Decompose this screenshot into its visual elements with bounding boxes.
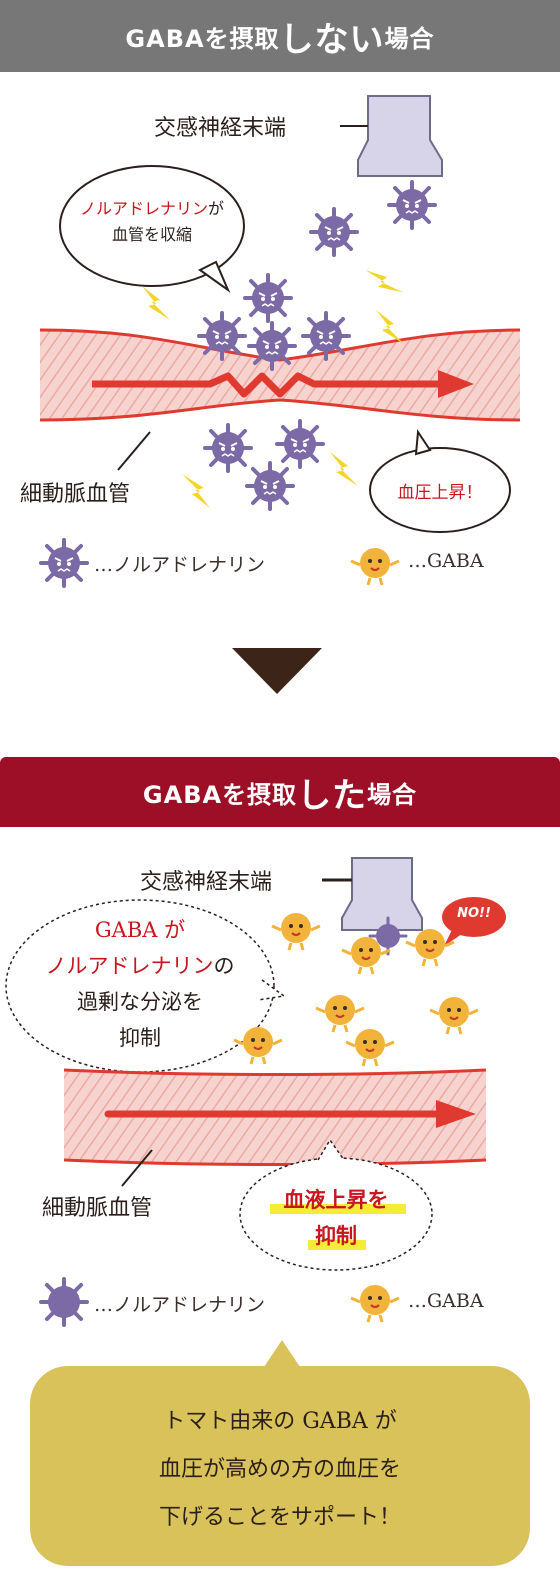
noradrenaline-molecule-icon (387, 180, 437, 230)
bubble-2-text: GABA が ノルアドレナリンの 過剰な分泌を 抑制 (10, 912, 270, 1056)
gaba-character-icon (314, 993, 366, 1034)
summary-text: トマト由来の GABA が 血圧が高めの方の血圧を 下げることをサポート！ (30, 1398, 530, 1542)
gaba-character-icon (270, 911, 322, 952)
artery-label-2: 細動脈血管 (42, 1196, 153, 1221)
bubble-2-line3: 過剰な分泌を (77, 990, 203, 1014)
noradrenaline-molecule-icon (39, 1277, 89, 1327)
banner1-prefix: GABAを摂取 (125, 24, 280, 53)
bp-bubble-2-text: 血液上昇を 抑制 (240, 1182, 432, 1254)
noradrenaline-molecule-icon (39, 538, 89, 588)
legend-2-noradrenaline: …ノルアドレナリン (94, 1294, 266, 1316)
noradrenaline-molecule-icon (197, 311, 247, 361)
lightning-icon (365, 260, 404, 303)
banner2-emph: した (297, 775, 368, 816)
bp-bubble-1 (369, 429, 511, 533)
nerve-terminal-icon (340, 95, 443, 177)
bp-bubble-1-text: 血圧上昇！ (397, 483, 483, 503)
section2-banner: GABAを摂取 した 場合 (0, 757, 560, 827)
speech-bubble-1 (59, 165, 245, 293)
bubble-2-line1: GABA が (94, 918, 186, 942)
artery-label-1: 細動脈血管 (20, 482, 131, 507)
arrow-icon (438, 370, 474, 398)
section1-illustration (39, 95, 521, 694)
section1-banner: GABAを摂取 しない 場合 (0, 0, 560, 72)
summary-box (30, 1366, 530, 1566)
banner1-emph: しない (279, 19, 385, 60)
summary-line1: トマト由来の GABA が (163, 1409, 397, 1434)
bubble-2-line2-suffix: の (213, 954, 235, 978)
lightning-icon (142, 286, 170, 320)
legend-1-noradrenaline: …ノルアドレナリン (94, 554, 266, 576)
bp-bubble-2-line1: 血液上昇を (283, 1187, 389, 1212)
noradrenaline-molecule-icon (203, 423, 253, 473)
no-badge-text: NO!! (457, 906, 491, 921)
nerve-terminal-icon-2 (322, 857, 423, 931)
noradrenaline-molecule-icon (247, 321, 297, 371)
bubble-2-line4: 抑制 (119, 1026, 161, 1050)
bubble-1-line2: 血管を収縮 (111, 225, 192, 244)
legend-2-gaba: …GABA (408, 1290, 484, 1312)
noradrenaline-molecule-icon (301, 311, 351, 361)
lightning-icon (330, 452, 358, 486)
gaba-character-icon (404, 927, 456, 968)
bp-bubble-2-line2: 抑制 (315, 1223, 357, 1248)
banner2-suffix: 場合 (367, 780, 418, 809)
nerve-label-1: 交感神経末端 (154, 116, 287, 141)
bubble-1-text: ノルアドレナリンが 血管を収縮 (62, 196, 242, 248)
gaba-character-icon (349, 1283, 401, 1324)
banner2-prefix: GABAを摂取 (142, 780, 298, 809)
noradrenaline-molecule-icon (368, 916, 408, 956)
summary-line3: 下げることをサポート！ (158, 1505, 401, 1530)
artery-vessel (39, 328, 521, 422)
noradrenaline-molecule-icon (245, 461, 295, 511)
down-arrow-icon (232, 648, 322, 694)
gaba-character-icon (344, 1027, 396, 1068)
banner1-suffix: 場合 (384, 24, 435, 53)
summary-line2: 血圧が高めの方の血圧を (158, 1457, 401, 1482)
noradrenaline-molecule-icon (243, 273, 293, 323)
legend-1-gaba: …GABA (408, 550, 484, 572)
arrow-icon (436, 1100, 476, 1128)
bubble-1-ga: が (208, 199, 225, 218)
noradrenaline-molecule-icon (275, 419, 325, 469)
gaba-character-icon (340, 935, 392, 976)
noradrenaline-molecule-icon (309, 207, 359, 257)
nerve-label-2: 交感神経末端 (140, 870, 273, 895)
bubble-1-noradrenaline: ノルアドレナリン (79, 199, 208, 218)
lightning-icon (182, 474, 210, 508)
gaba-character-icon (350, 548, 400, 586)
bubble-2-line2-red: ノルアドレナリン (45, 954, 214, 978)
gaba-character-icon (428, 995, 480, 1036)
artery-vessel-2 (63, 1068, 487, 1166)
no-badge-icon (442, 897, 506, 946)
